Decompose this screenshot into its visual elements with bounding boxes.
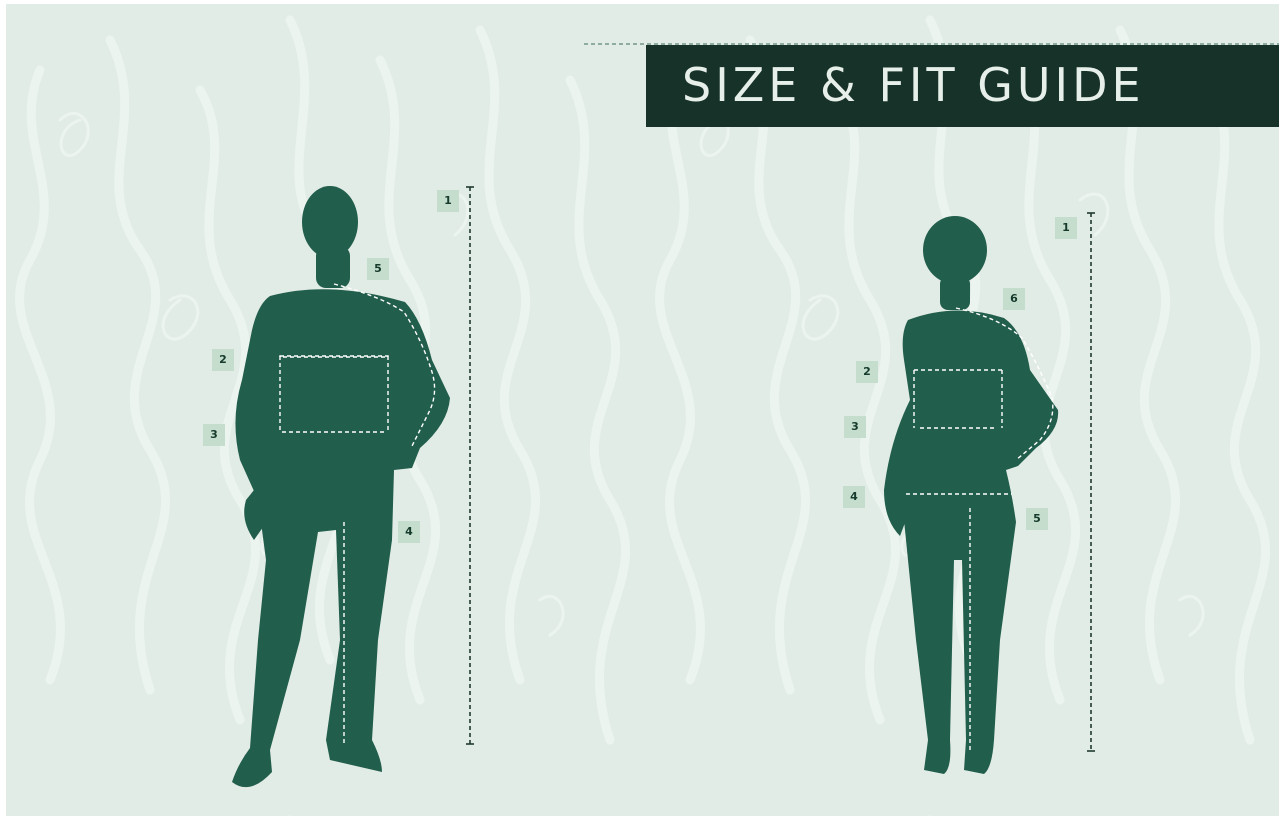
female-tag-3: 3 [844, 416, 866, 438]
page-title: SIZE & FIT GUIDE [682, 55, 1145, 115]
female-tag-4: 4 [843, 486, 865, 508]
male-tag-2: 2 [212, 349, 234, 371]
title-banner: SIZE & FIT GUIDE [646, 45, 1279, 127]
female-tag-6: 6 [1003, 288, 1025, 310]
male-tag-1: 1 [437, 190, 459, 212]
male-tag-4: 4 [398, 521, 420, 543]
male-tag-5: 5 [367, 258, 389, 280]
female-tag-5: 5 [1026, 508, 1048, 530]
female-tag-2: 2 [856, 361, 878, 383]
male-tag-3: 3 [203, 424, 225, 446]
female-tag-1: 1 [1055, 217, 1077, 239]
